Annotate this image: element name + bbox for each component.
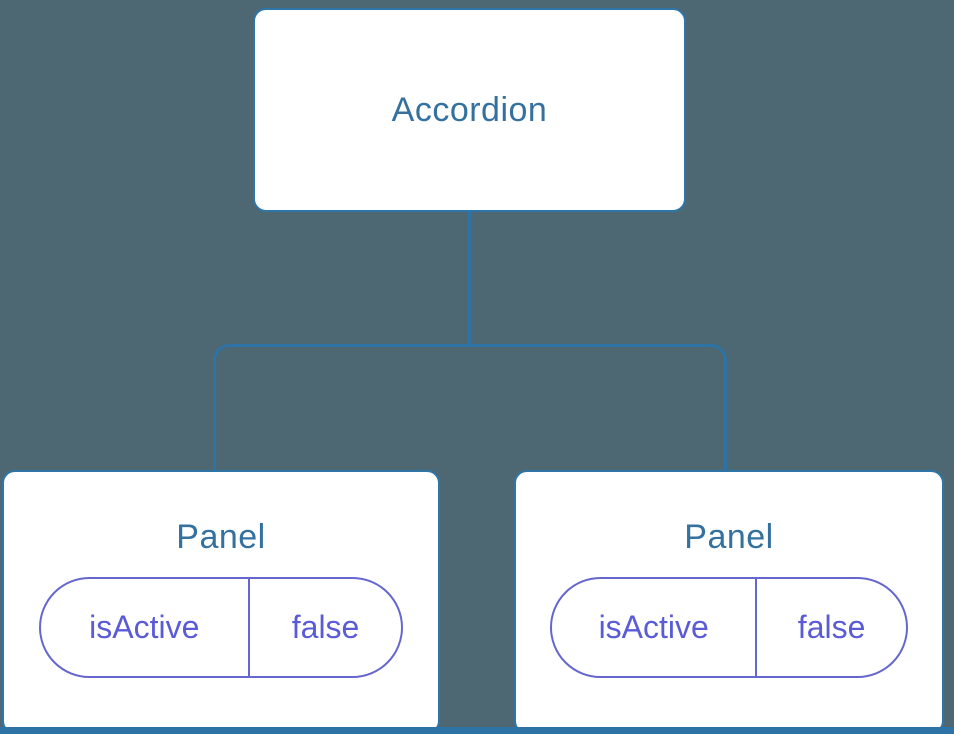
panel-node-left: Panel isActive false	[2, 470, 440, 734]
panel-node-label: Panel	[684, 518, 774, 556]
state-pill: isActive false	[550, 577, 908, 678]
root-to-bracket-connector-line	[468, 212, 471, 346]
panel-node-label: Panel	[176, 518, 266, 556]
accordion-node-label: Accordion	[391, 90, 548, 129]
state-key: isActive	[41, 579, 250, 676]
accordion-node: Accordion	[253, 8, 686, 212]
state-value: false	[797, 609, 866, 645]
panel-node-right: Panel isActive false	[514, 470, 944, 734]
state-value: false	[291, 609, 360, 645]
state-key: isActive	[552, 579, 758, 676]
bottom-connector-line	[0, 727, 954, 734]
children-bracket-connector	[213, 344, 727, 470]
state-pill: isActive false	[38, 577, 404, 678]
